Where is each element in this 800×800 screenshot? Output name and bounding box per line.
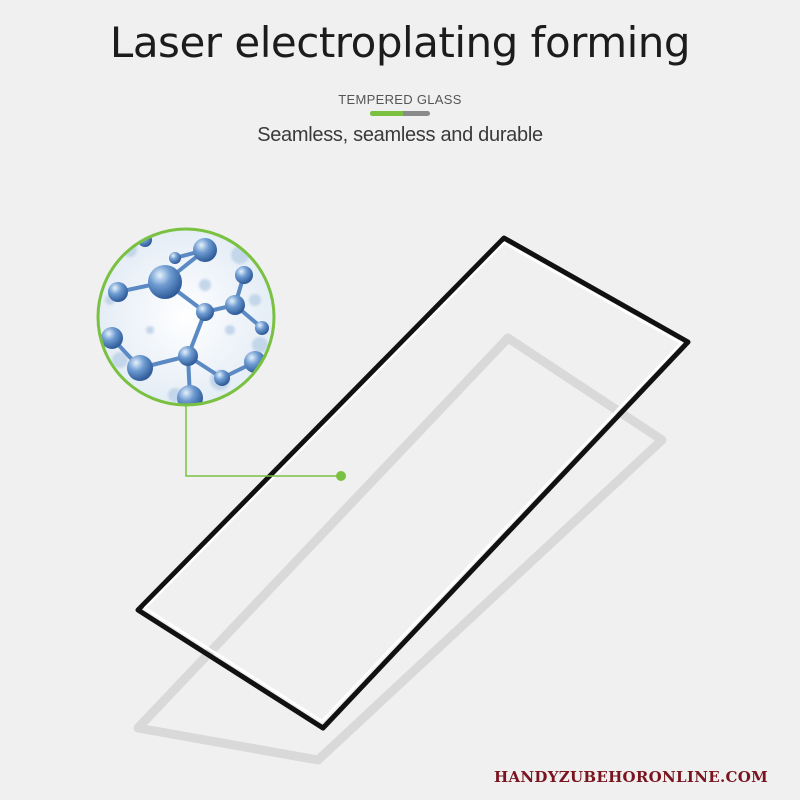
callout-dot-icon bbox=[336, 471, 346, 481]
subtitle: Seamless, seamless and durable bbox=[257, 124, 543, 146]
page-title: Laser electroplating forming bbox=[109, 18, 691, 67]
watermark-text: HANDYZUBEHORONLINE.COM bbox=[494, 768, 768, 786]
tempered-glass-frame bbox=[135, 235, 691, 731]
tag-underline-highlight bbox=[370, 111, 403, 116]
tempered-glass-tag: TEMPERED GLASS bbox=[338, 92, 462, 107]
molecule-magnifier-icon bbox=[96, 227, 276, 407]
tag-underline-bar bbox=[370, 111, 430, 116]
callout-line bbox=[185, 405, 346, 481]
glass-shadow bbox=[133, 333, 667, 765]
